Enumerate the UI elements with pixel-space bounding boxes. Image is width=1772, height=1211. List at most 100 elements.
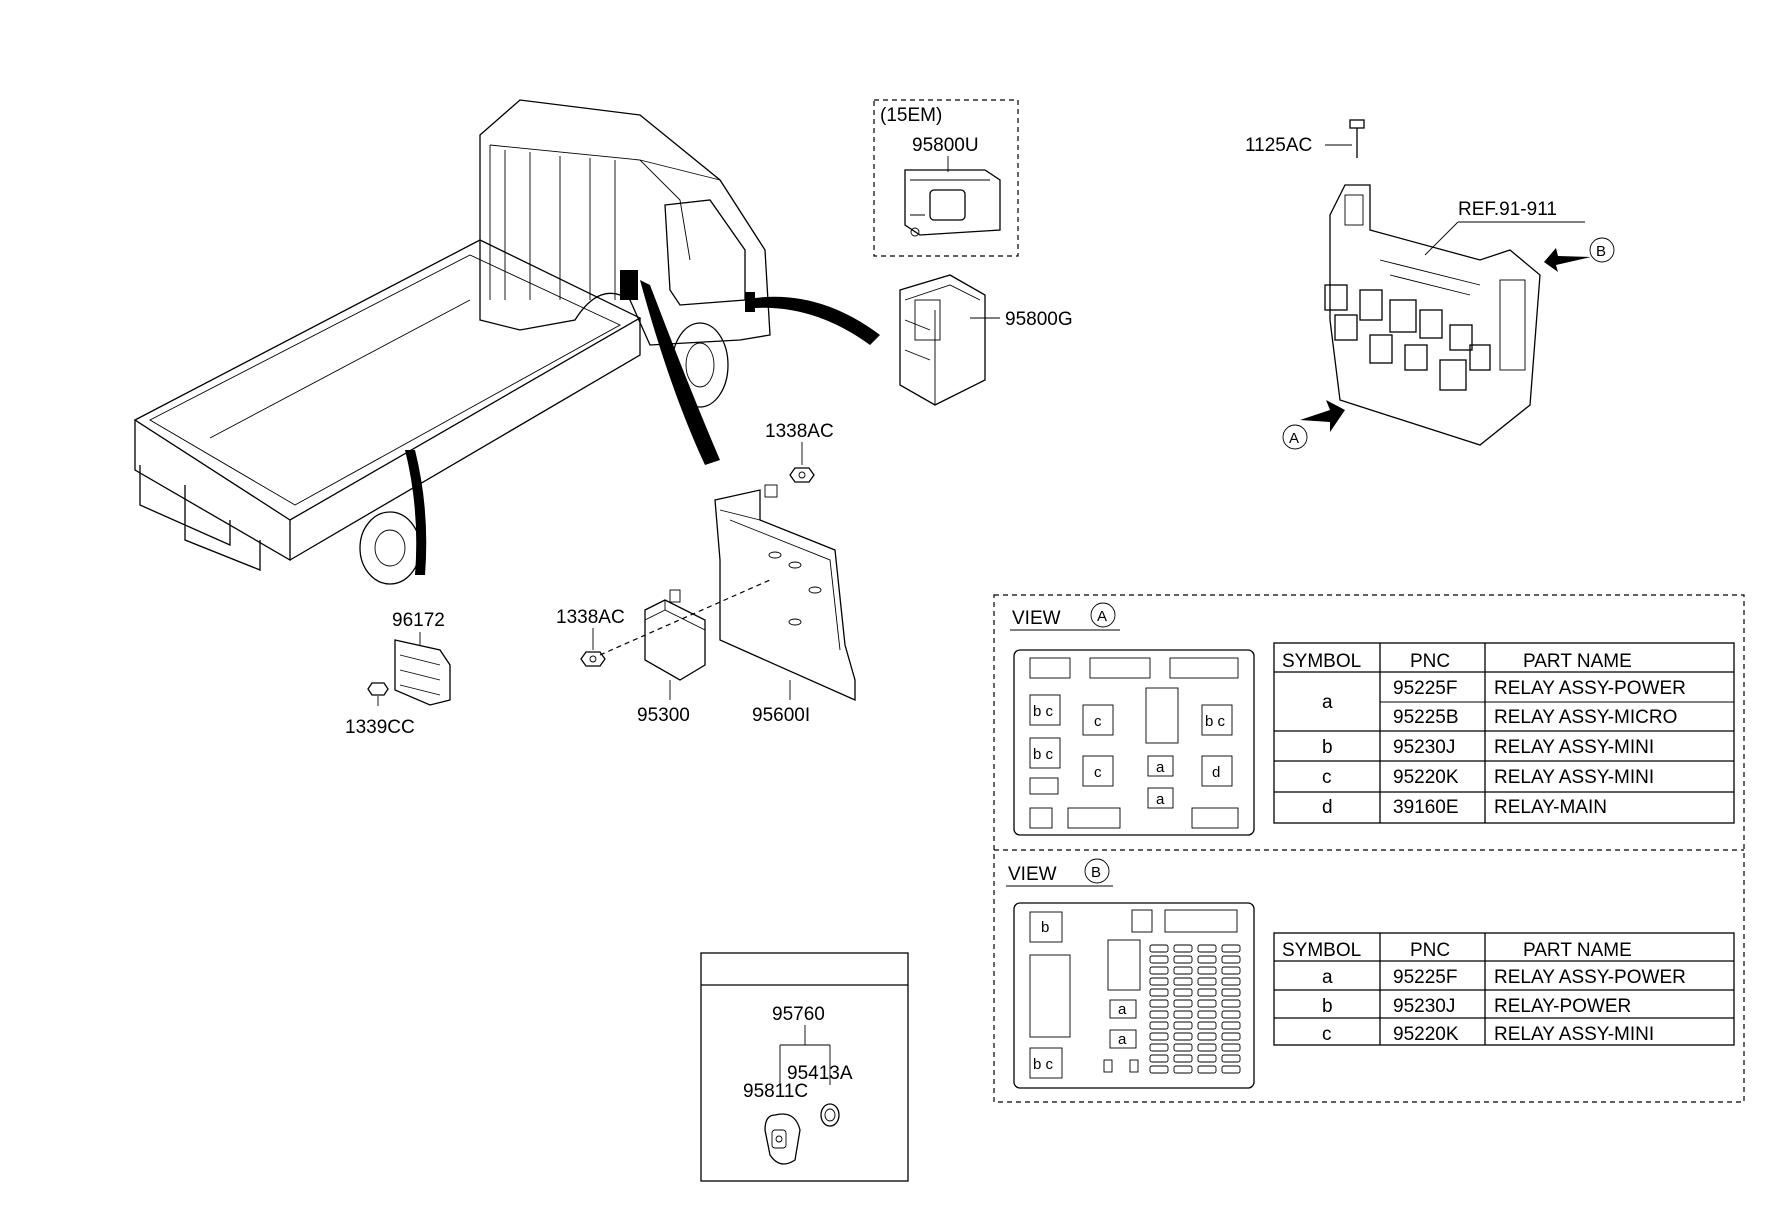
- view-a-sym-a2: a: [1156, 791, 1165, 808]
- fuse-slot: [1197, 988, 1217, 997]
- view-a-header-part: PART NAME: [1523, 651, 1632, 672]
- view-a-sym-bc3: b c: [1205, 713, 1226, 730]
- fuse-slot: [1221, 999, 1241, 1008]
- fuse-slot: [1221, 1021, 1241, 1030]
- label-95600i: 95600I: [752, 705, 810, 726]
- fuse-slot: [1197, 1021, 1217, 1030]
- view-a-panel: [1013, 649, 1255, 836]
- fuse-slot: [1197, 955, 1217, 964]
- key-fob: [764, 1113, 801, 1165]
- fuse-slot: [1173, 1021, 1193, 1030]
- view-b-table: [1273, 932, 1735, 1046]
- view-a-row0-pnc: 95225F: [1393, 678, 1457, 699]
- nut-1339cc: [367, 682, 389, 696]
- fuse-slot: [1197, 1043, 1217, 1052]
- callout-b-letter: B: [1596, 243, 1606, 260]
- view-a-row1-part: RELAY ASSY-MICRO: [1494, 707, 1677, 728]
- label-1125ac: 1125AC: [1245, 135, 1312, 156]
- fuse-slot: [1149, 1032, 1169, 1041]
- view-b-header-pnc: PNC: [1410, 940, 1450, 961]
- fuse-slot: [1197, 999, 1217, 1008]
- view-a-row4-symbol: d: [1322, 797, 1333, 818]
- fuse-slot: [1149, 1065, 1169, 1074]
- fuse-slot: [1173, 955, 1193, 964]
- view-b-row0-pnc: 95225F: [1393, 967, 1457, 988]
- label-95800u: 95800U: [912, 135, 979, 156]
- view-a-row3-pnc: 95220K: [1393, 767, 1459, 788]
- fuse-slot: [1149, 966, 1169, 975]
- label-95760: 95760: [772, 1004, 825, 1025]
- view-a-sym-bc1: b c: [1033, 703, 1054, 720]
- view-a-title: VIEW: [1012, 608, 1061, 629]
- view-b-panel: [1013, 902, 1255, 1089]
- view-a-row2-pnc: 95230J: [1393, 737, 1455, 758]
- callout-b-circle: [1589, 237, 1615, 263]
- view-b-row0-part: RELAY ASSY-POWER: [1494, 967, 1686, 988]
- view-a-sym-bc2: b c: [1033, 746, 1054, 763]
- callout-a-circle: [1282, 424, 1308, 450]
- view-b-sym-a2: a: [1118, 1031, 1127, 1048]
- view-a-row4-pnc: 39160E: [1393, 797, 1459, 818]
- fuse-slot: [1221, 955, 1241, 964]
- battery-95413a: [820, 1103, 840, 1127]
- fuse-slot: [1149, 955, 1169, 964]
- view-b-sym-a1: a: [1118, 1001, 1127, 1018]
- view-a-row4-part: RELAY-MAIN: [1494, 797, 1607, 818]
- view-b-sym-bc: b c: [1033, 1056, 1054, 1073]
- label-1338ac-top: 1338AC: [765, 421, 834, 442]
- view-a-table: [1273, 642, 1735, 824]
- fuse-slot: [1149, 999, 1169, 1008]
- fuse-slot: [1149, 1043, 1169, 1052]
- fuse-slot: [1173, 977, 1193, 986]
- fuse-slot: [1197, 1065, 1217, 1074]
- fuse-slot: [1149, 1021, 1169, 1030]
- fuse-slot: [1221, 1054, 1241, 1063]
- view-a-marker: A: [1097, 608, 1107, 625]
- view-a-row0-symbol: a: [1322, 692, 1333, 713]
- view-a-row0-part: RELAY ASSY-POWER: [1494, 678, 1686, 699]
- view-a-row2-part: RELAY ASSY-MINI: [1494, 737, 1654, 758]
- fuse-slot: [1197, 977, 1217, 986]
- view-b-row0-symbol: a: [1322, 967, 1333, 988]
- fuse-slot: [1173, 966, 1193, 975]
- label-95811c: 95811C: [743, 1081, 808, 1102]
- 15em-variant-box: [873, 99, 1019, 257]
- view-a-sym-d: d: [1212, 764, 1220, 781]
- fuse-slot: [1173, 1032, 1193, 1041]
- callout-a-letter: A: [1289, 430, 1299, 447]
- sensor-96172: [394, 639, 451, 706]
- view-b-row2-pnc: 95220K: [1393, 1024, 1459, 1045]
- fuse-slot: [1149, 1010, 1169, 1019]
- view-a-header-pnc: PNC: [1410, 651, 1450, 672]
- bolt-1125ac: [1349, 119, 1365, 158]
- view-b-header-part: PART NAME: [1523, 940, 1632, 961]
- view-b-fuse-grid: [1149, 944, 1241, 1074]
- label-1338ac-mid: 1338AC: [556, 607, 625, 628]
- label-ref-91-911: REF.91-911: [1458, 199, 1557, 220]
- label-95800g: 95800G: [1005, 309, 1073, 330]
- view-b-row2-symbol: c: [1322, 1024, 1332, 1045]
- view-b-row1-part: RELAY-POWER: [1494, 996, 1631, 1017]
- fuse-slot: [1197, 1054, 1217, 1063]
- views-frame: [993, 594, 1745, 1103]
- view-b-row1-symbol: b: [1322, 996, 1333, 1017]
- fuse-slot: [1221, 944, 1241, 953]
- fuse-slot: [1149, 988, 1169, 997]
- fuse-slot: [1221, 1065, 1241, 1074]
- view-b-title: VIEW: [1008, 864, 1057, 885]
- module-95800u: [904, 169, 1001, 237]
- view-a-marker-circle: [1090, 602, 1116, 628]
- fuse-slot: [1221, 977, 1241, 986]
- fuse-slot: [1221, 1043, 1241, 1052]
- fuse-slot: [1173, 999, 1193, 1008]
- label-15em: (15EM): [880, 105, 942, 126]
- view-a-row3-symbol: c: [1322, 767, 1332, 788]
- view-b-marker-circle: [1084, 858, 1110, 884]
- view-b-row2-part: RELAY ASSY-MINI: [1494, 1024, 1654, 1045]
- fuse-slot: [1221, 1010, 1241, 1019]
- fuse-slot: [1149, 977, 1169, 986]
- view-a-row1-pnc: 95225B: [1393, 707, 1459, 728]
- fuse-slot: [1173, 1065, 1193, 1074]
- label-95413a: 95413A: [787, 1063, 853, 1084]
